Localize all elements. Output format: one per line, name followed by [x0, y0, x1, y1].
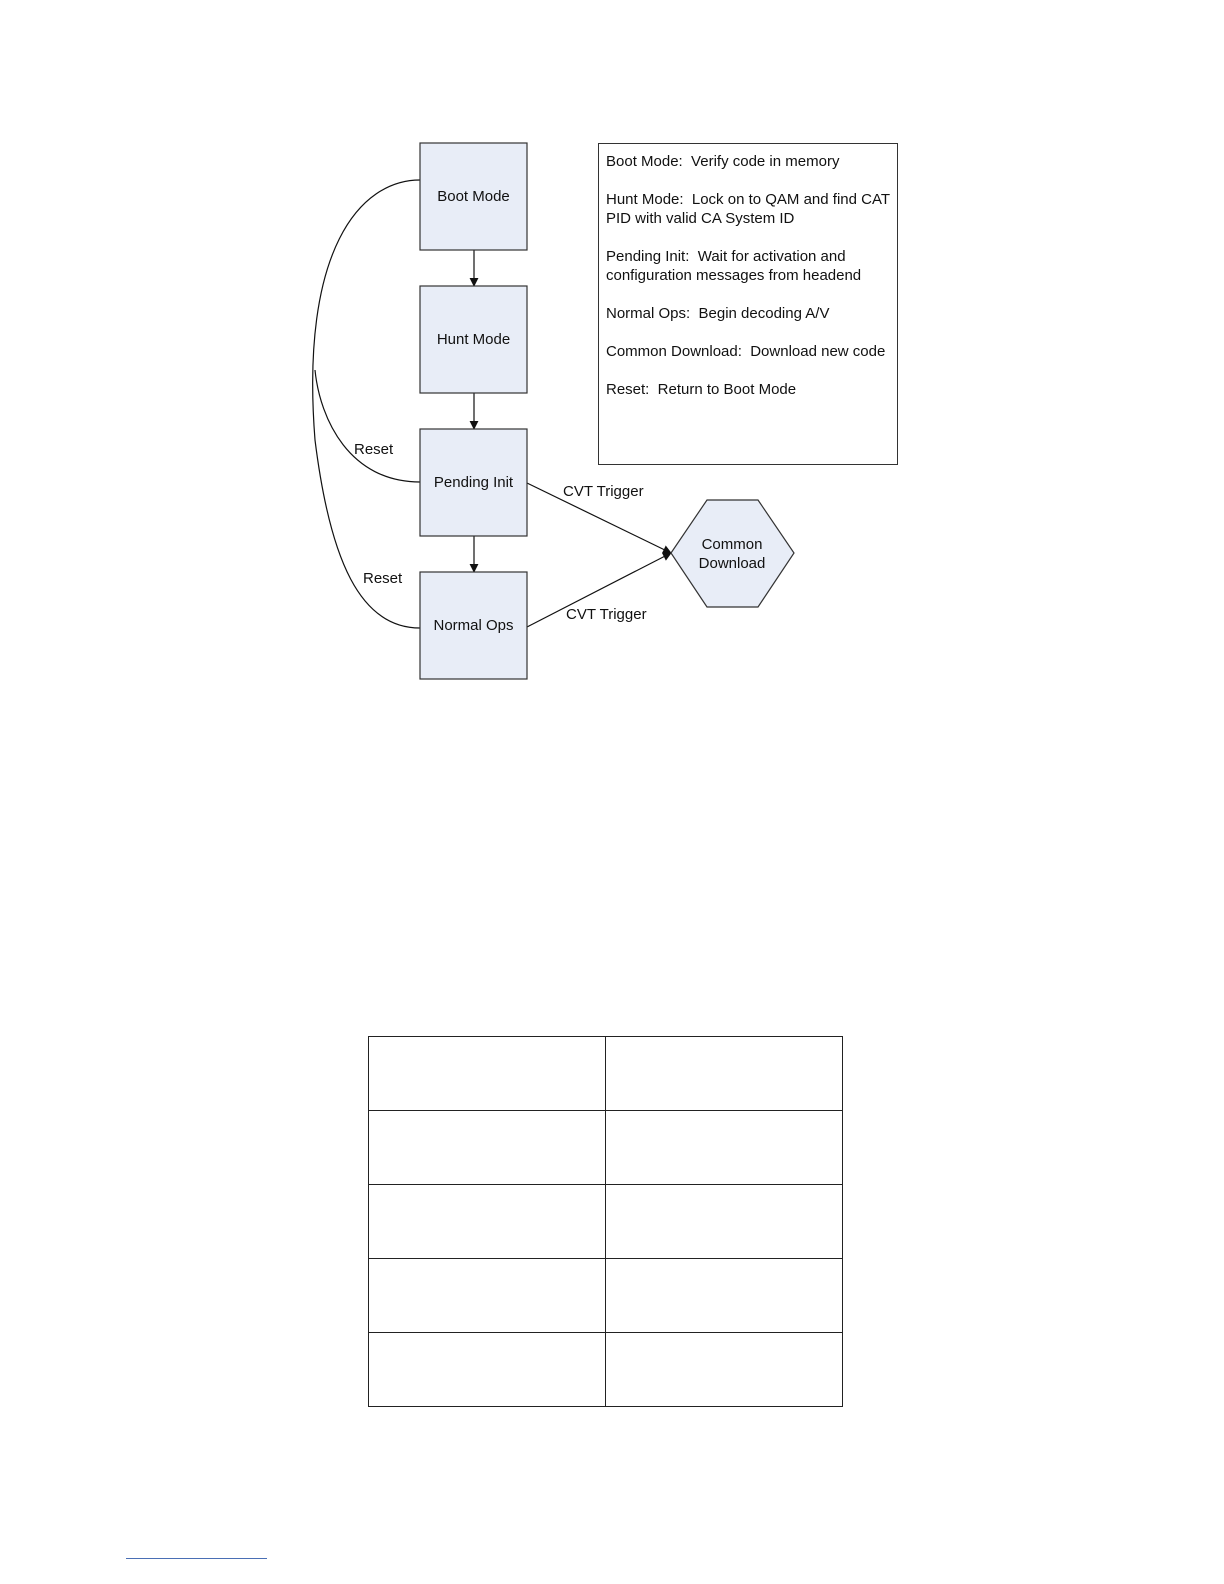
- table-row: [368, 1184, 843, 1259]
- legend-entry-reset: Reset: Return to Boot Mode: [606, 381, 797, 398]
- legend-entry-hunt-mode: Hunt Mode: Lock on to QAM and find CAT P…: [606, 191, 894, 227]
- state-pending-init-label: Pending Init: [434, 474, 514, 491]
- state-hunt-mode: Hunt Mode: [419, 285, 528, 394]
- table-cell: [368, 1184, 606, 1259]
- legend-entry-boot-mode: Boot Mode: Verify code in memory: [606, 153, 840, 170]
- table-cell: [605, 1036, 843, 1111]
- state-normal-ops-label: Normal Ops: [433, 617, 513, 634]
- legend-box: Boot Mode: Verify code in memory Hunt Mo…: [598, 143, 898, 465]
- table-row: [368, 1036, 843, 1111]
- table-cell: [605, 1184, 843, 1259]
- table-row: [368, 1332, 843, 1407]
- empty-table: [368, 1036, 843, 1407]
- reset-edge-boot-outer: [312, 179, 421, 629]
- edge-label-cvt-normal: CVT Trigger: [566, 606, 647, 623]
- table-cell: [368, 1258, 606, 1333]
- state-hunt-mode-label: Hunt Mode: [437, 331, 510, 348]
- table-row: [368, 1110, 843, 1185]
- table-cell: [368, 1110, 606, 1185]
- state-boot-mode: Boot Mode: [419, 142, 528, 251]
- footnote-separator: [126, 1558, 267, 1559]
- table-cell: [368, 1332, 606, 1407]
- arrow-pending-to-common-download: [526, 482, 672, 554]
- table-row: [368, 1258, 843, 1333]
- legend-entry-pending-init: Pending Init: Wait for activation and co…: [606, 248, 862, 284]
- table-cell: [605, 1332, 843, 1407]
- edge-label-reset-normal: Reset: [363, 570, 403, 587]
- legend-entry-common-download: Common Download: Download new code: [606, 343, 886, 360]
- state-common-download-label-line1: Common: [702, 536, 763, 553]
- table-cell: [605, 1258, 843, 1333]
- state-diagram: Boot Mode Hunt Mode Pending Init Normal …: [312, 142, 795, 680]
- arrow-normal-to-common-download: [526, 552, 672, 628]
- state-pending-init: Pending Init: [419, 428, 528, 537]
- edge-label-cvt-pending: CVT Trigger: [563, 483, 644, 500]
- state-common-download-label-line2: Download: [699, 555, 766, 572]
- state-boot-mode-label: Boot Mode: [437, 188, 510, 205]
- table-cell: [605, 1110, 843, 1185]
- state-normal-ops: Normal Ops: [419, 571, 528, 680]
- legend-entry-normal-ops: Normal Ops: Begin decoding A/V: [606, 305, 830, 322]
- state-common-download: Common Download: [670, 499, 795, 608]
- table-cell: [368, 1036, 606, 1111]
- edge-label-reset-pending: Reset: [354, 441, 394, 458]
- reset-edge-pending-inner: [314, 369, 421, 483]
